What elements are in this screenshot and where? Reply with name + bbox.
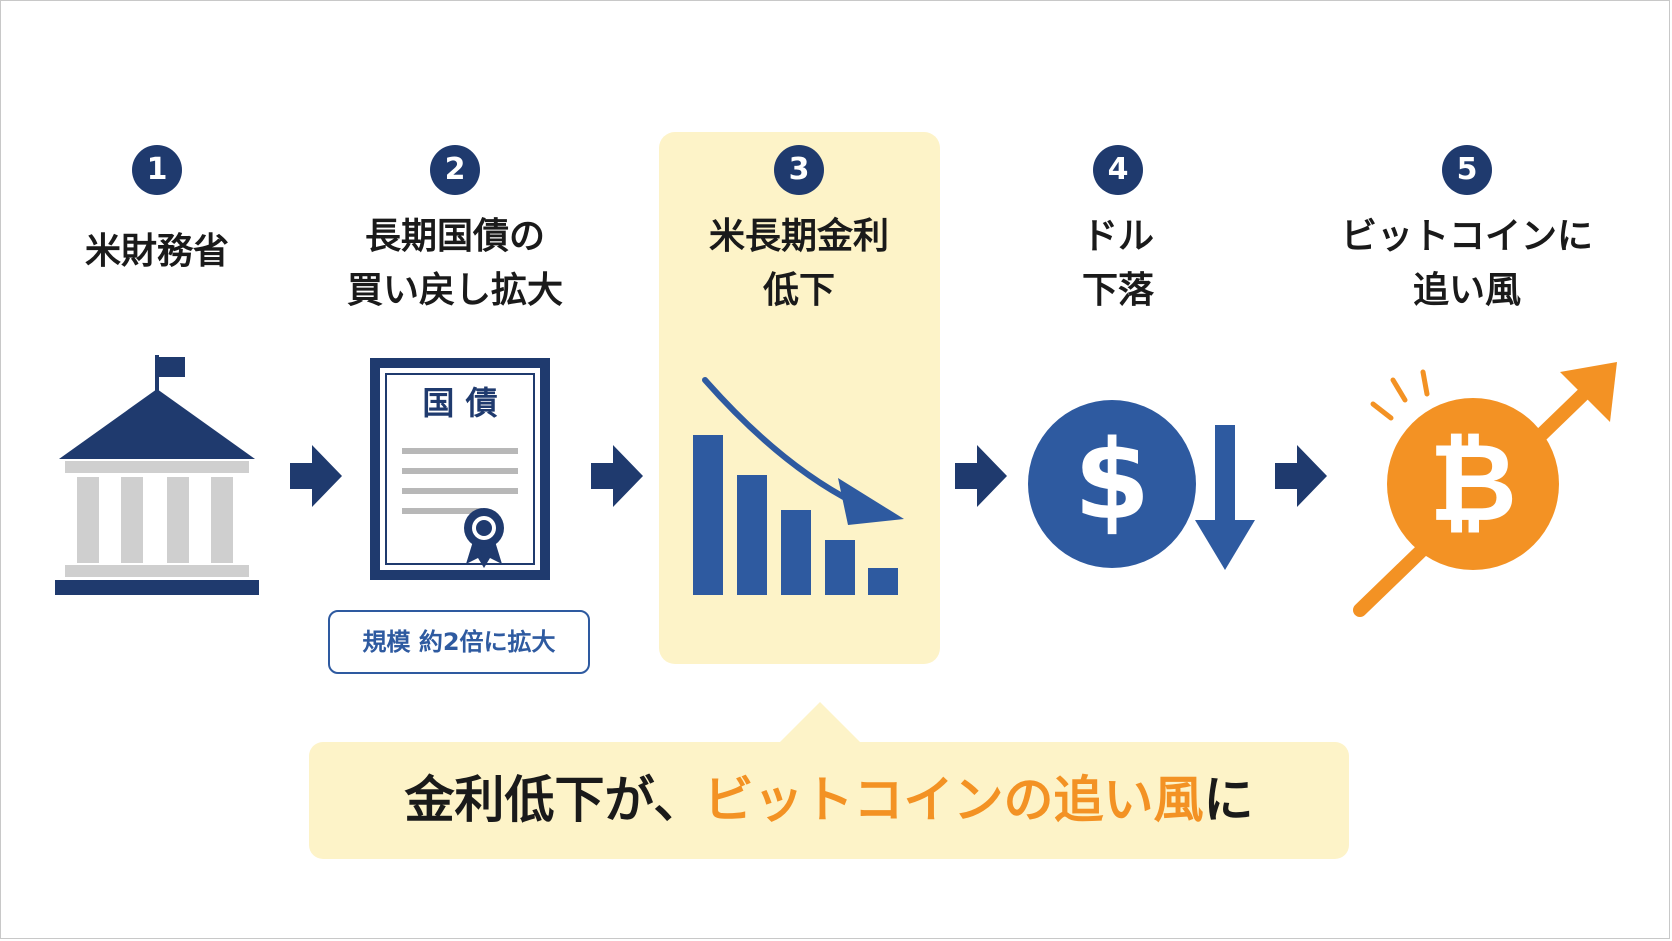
step-4-number: 4: [1093, 145, 1143, 195]
summary-callout: 金利低下が、ビットコインの追い風に: [309, 742, 1349, 859]
bitcoin-symbol: ₿: [1429, 421, 1517, 546]
step-1-title-line: 米財務省: [84, 231, 229, 272]
callout-text-2: に: [1203, 771, 1254, 829]
government-building-icon: [55, 355, 259, 595]
step-4-title-line: 下落: [1081, 270, 1154, 311]
step-2-title-line: 買い戻し拡大: [346, 270, 563, 311]
scale-badge: 規模 約2倍に拡大: [328, 610, 590, 674]
step-3-title-line: 低下: [762, 270, 835, 311]
step-4-title: ドル 下落: [968, 210, 1268, 318]
step-4-title-line: ドル: [1081, 216, 1154, 257]
dollar-coin-icon: $: [1028, 400, 1196, 568]
callout-pointer: [778, 702, 862, 744]
callout-text-1: 金利低下が、: [404, 771, 704, 829]
step-5-title: ビットコインに 追い風: [1317, 210, 1617, 318]
flow-arrow-icon: [591, 445, 643, 507]
step-3-number: 3: [774, 145, 824, 195]
step-3-title-line: 米長期金利: [708, 216, 889, 257]
callout-text-accent: ビットコインの追い風: [703, 771, 1204, 829]
step-2-number: 2: [430, 145, 480, 195]
flow-arrow-icon: [955, 445, 1007, 507]
step-5-title-line: 追い風: [1412, 270, 1521, 311]
bond-label: 国 債: [422, 384, 497, 422]
step-1-title: 米財務省: [7, 225, 307, 279]
dollar-symbol: $: [1074, 416, 1151, 544]
down-arrow-icon: [1195, 425, 1255, 570]
step-3-title: 米長期金利 低下: [649, 210, 949, 318]
flow-arrow-icon: [1275, 445, 1327, 507]
step-2-title: 長期国債の 買い戻し拡大: [305, 210, 605, 318]
step-1-number: 1: [132, 145, 182, 195]
rate-decline-chart-icon: [693, 377, 904, 595]
step-5-title-line: ビットコインに: [1340, 216, 1593, 257]
step-5-number: 5: [1442, 145, 1492, 195]
bond-certificate-icon: 国 債: [370, 358, 550, 580]
flow-arrow-icon: [290, 445, 342, 507]
bitcoin-rising-icon: ₿: [1353, 362, 1617, 617]
step-2-title-line: 長期国債の: [364, 216, 545, 257]
